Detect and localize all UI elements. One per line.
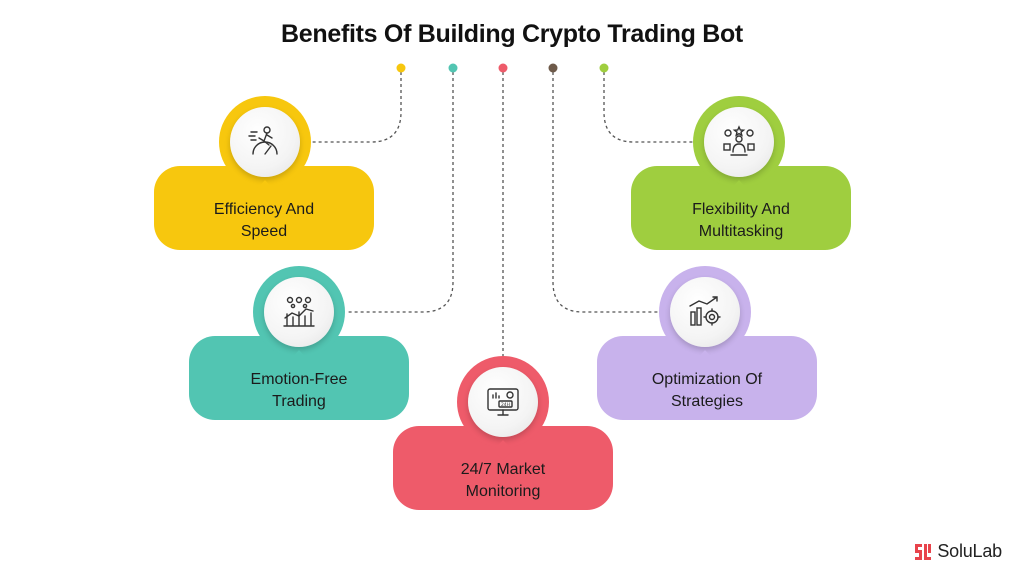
ring-optimization-strategies (659, 266, 751, 358)
connector-dot (448, 63, 458, 73)
card-label: Optimization Of Strategies (651, 371, 763, 410)
strategy-analytics-icon (689, 296, 721, 326)
monitor-24h-icon: 24H (487, 388, 519, 416)
connector-emotion (347, 72, 454, 313)
connector-optimization (552, 72, 660, 313)
multitasking-person-icon (723, 125, 755, 156)
connector-dot (498, 63, 508, 73)
brand-name: SoluLab (937, 541, 1002, 561)
ring-market-monitoring: 24H (457, 356, 549, 448)
card-label: Flexibility And Multitasking (692, 201, 790, 240)
ring-flexibility-multitasking (693, 96, 785, 188)
ring-emotion-free-trading (253, 266, 345, 358)
card-label: Emotion-Free Trading (250, 371, 348, 410)
connector-flexibility (603, 72, 693, 143)
connector-dot (599, 63, 609, 73)
runner-speedometer-icon (248, 126, 278, 155)
solulab-logo-icon (915, 543, 932, 560)
svg-text:24H: 24H (501, 402, 510, 408)
ring-efficiency-speed (219, 96, 311, 188)
card-optimization-strategies: Optimization Of Strategies (597, 336, 817, 420)
chart-growth-icon (283, 296, 315, 327)
connector-dot (548, 63, 558, 73)
connector-dot (396, 63, 406, 73)
page-title: Benefits Of Building Crypto Trading Bot (281, 20, 743, 48)
card-label: 24/7 Market Monitoring (460, 461, 546, 500)
connector-efficiency (312, 72, 402, 143)
brand-logo: SoluLab (915, 541, 1002, 562)
card-label: Efficiency And Speed (213, 201, 315, 240)
